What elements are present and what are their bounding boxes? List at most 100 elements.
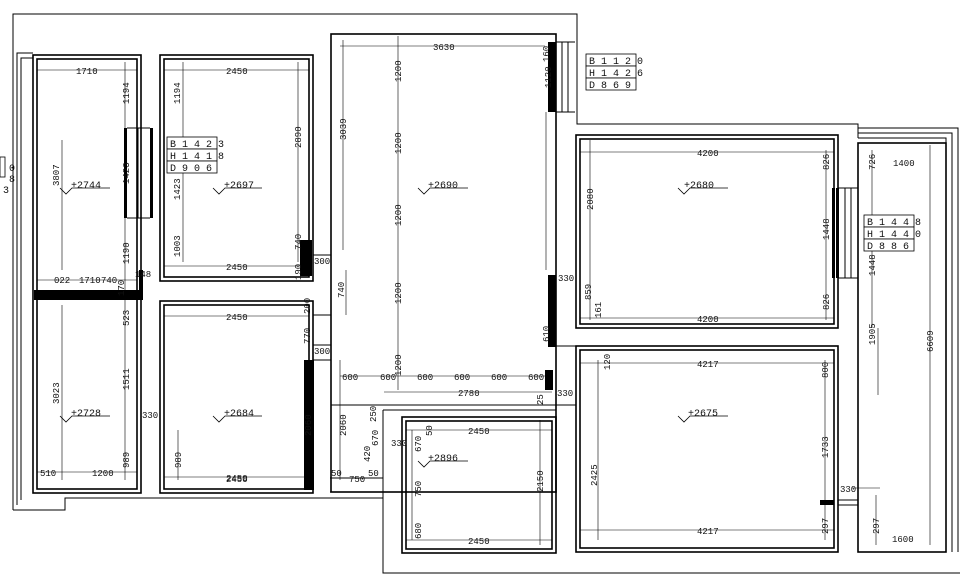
edge-label: 3 xyxy=(3,186,9,197)
dim-label: 1200 xyxy=(92,469,114,479)
dim-label: 2450 xyxy=(226,313,248,323)
windows-marks xyxy=(127,41,858,279)
dim-label: 1733 xyxy=(821,436,831,458)
dim-label: 2060 xyxy=(304,414,314,436)
dim-label: 1423 xyxy=(122,162,132,184)
dim-label: 610 xyxy=(542,326,552,342)
dim-label: 250 xyxy=(369,406,379,422)
dim-label: 50 xyxy=(368,469,379,479)
level-label: +2744 xyxy=(71,181,101,192)
dim-label: 750 xyxy=(414,481,424,497)
dim-label: 420 xyxy=(363,446,373,462)
dim-label: 4200 xyxy=(697,149,719,159)
dim-label: 161 xyxy=(594,302,604,318)
dim-label: 3807 xyxy=(52,164,62,186)
dim-label: 770 xyxy=(303,328,313,344)
dim-label: 680 xyxy=(414,523,424,539)
dim-label: 160 xyxy=(542,46,552,62)
dim-label: 740 xyxy=(337,282,347,298)
dim-label: 600 xyxy=(491,373,507,383)
level-label: +2684 xyxy=(224,409,254,420)
dim-label: 800 xyxy=(821,362,831,378)
dim-label: 300 xyxy=(314,257,330,267)
dim-label: 3630 xyxy=(433,43,455,53)
dim-label: 1400 xyxy=(893,159,915,169)
window-width: B 1 1 2 0 xyxy=(589,57,643,68)
dim-label: 25 xyxy=(536,394,546,405)
dim-label: 740 xyxy=(294,234,304,250)
dim-label: 1200 xyxy=(394,132,404,154)
dim-label: 1120 xyxy=(544,66,554,88)
dim-label: 600 xyxy=(417,373,433,383)
dim-label: 750 xyxy=(349,475,365,485)
dim-label: 510 xyxy=(40,469,56,479)
dimension-labels: 1710 2450 3630 160 1194 1194 1120 3807 1… xyxy=(40,43,936,547)
dim-label: 600 xyxy=(454,373,470,383)
dim-label: 022 xyxy=(54,276,70,286)
dim-label: 1003 xyxy=(173,235,183,257)
dim-label: 2450 xyxy=(468,427,490,437)
dim-label: 2450 xyxy=(226,67,248,77)
dim-label: 2890 xyxy=(294,126,304,148)
dim-label: 297 xyxy=(872,518,882,534)
dim-label: 330 xyxy=(558,274,574,284)
window-height: H 1 4 1 8 xyxy=(170,152,224,163)
window-depth: D 9 0 6 xyxy=(170,164,212,175)
dim-label: 297 xyxy=(821,518,831,534)
dim-label: 2425 xyxy=(590,464,600,486)
dim-label: 50 xyxy=(425,425,435,436)
window-depth: D 8 8 6 xyxy=(867,242,909,253)
dim-label: 6609 xyxy=(926,330,936,352)
dim-label: 2450 xyxy=(226,263,248,273)
dim-label: 523 xyxy=(122,310,132,326)
dim-label: 600 xyxy=(528,373,544,383)
dim-label: 330 xyxy=(391,439,407,449)
level-label: +2896 xyxy=(428,454,458,465)
dim-label: 4217 xyxy=(697,360,719,370)
dim-label: 1200 xyxy=(394,282,404,304)
dim-label: 670 xyxy=(414,436,424,452)
dim-label: 740 xyxy=(101,276,117,286)
dim-label: 2450 xyxy=(226,475,248,485)
dim-label: 989 xyxy=(174,452,184,468)
dim-label: 2150 xyxy=(536,470,546,492)
level-label: +2675 xyxy=(688,409,718,420)
dim-label: 989 xyxy=(122,452,132,468)
window-tables xyxy=(0,53,915,252)
dim-label: 1600 xyxy=(892,535,914,545)
dimension-lines xyxy=(37,36,931,545)
level-label: +2728 xyxy=(71,409,101,420)
dim-label: 1710 xyxy=(76,67,98,77)
dim-label: 3023 xyxy=(52,382,62,404)
dim-label: 2450 xyxy=(468,537,490,547)
dim-label: 148 xyxy=(135,270,151,280)
dim-label: 300 xyxy=(314,347,330,357)
room-walls xyxy=(32,33,947,554)
dim-label: 190 xyxy=(294,264,304,280)
dim-label: 1511 xyxy=(122,368,132,390)
dim-label: 1190 xyxy=(122,242,132,264)
dim-label: 600 xyxy=(380,373,396,383)
window-height: H 1 4 4 0 xyxy=(867,230,921,241)
dim-label: 600 xyxy=(342,373,358,383)
dim-label: 1194 xyxy=(173,82,183,104)
dim-label: 1710 xyxy=(79,276,101,286)
dim-label: 2060 xyxy=(339,414,349,436)
level-label: +2690 xyxy=(428,181,458,192)
dim-label: 726 xyxy=(868,154,878,170)
level-markers xyxy=(59,187,728,468)
edge-label: 8 xyxy=(9,175,15,186)
dim-label: 1200 xyxy=(394,354,404,376)
dim-label: 4217 xyxy=(697,527,719,537)
outer-walls xyxy=(12,13,960,574)
dim-label: 2450 xyxy=(226,474,248,484)
level-label: +2680 xyxy=(684,181,714,192)
dim-label: 1448 xyxy=(868,254,878,276)
window-depth: D 8 6 9 xyxy=(589,81,631,92)
dim-label: 1194 xyxy=(122,82,132,104)
dim-label: 2080 xyxy=(586,188,596,210)
dim-label: 4200 xyxy=(697,315,719,325)
dim-label: 50 xyxy=(331,469,342,479)
window-height: H 1 4 2 6 xyxy=(589,69,643,80)
